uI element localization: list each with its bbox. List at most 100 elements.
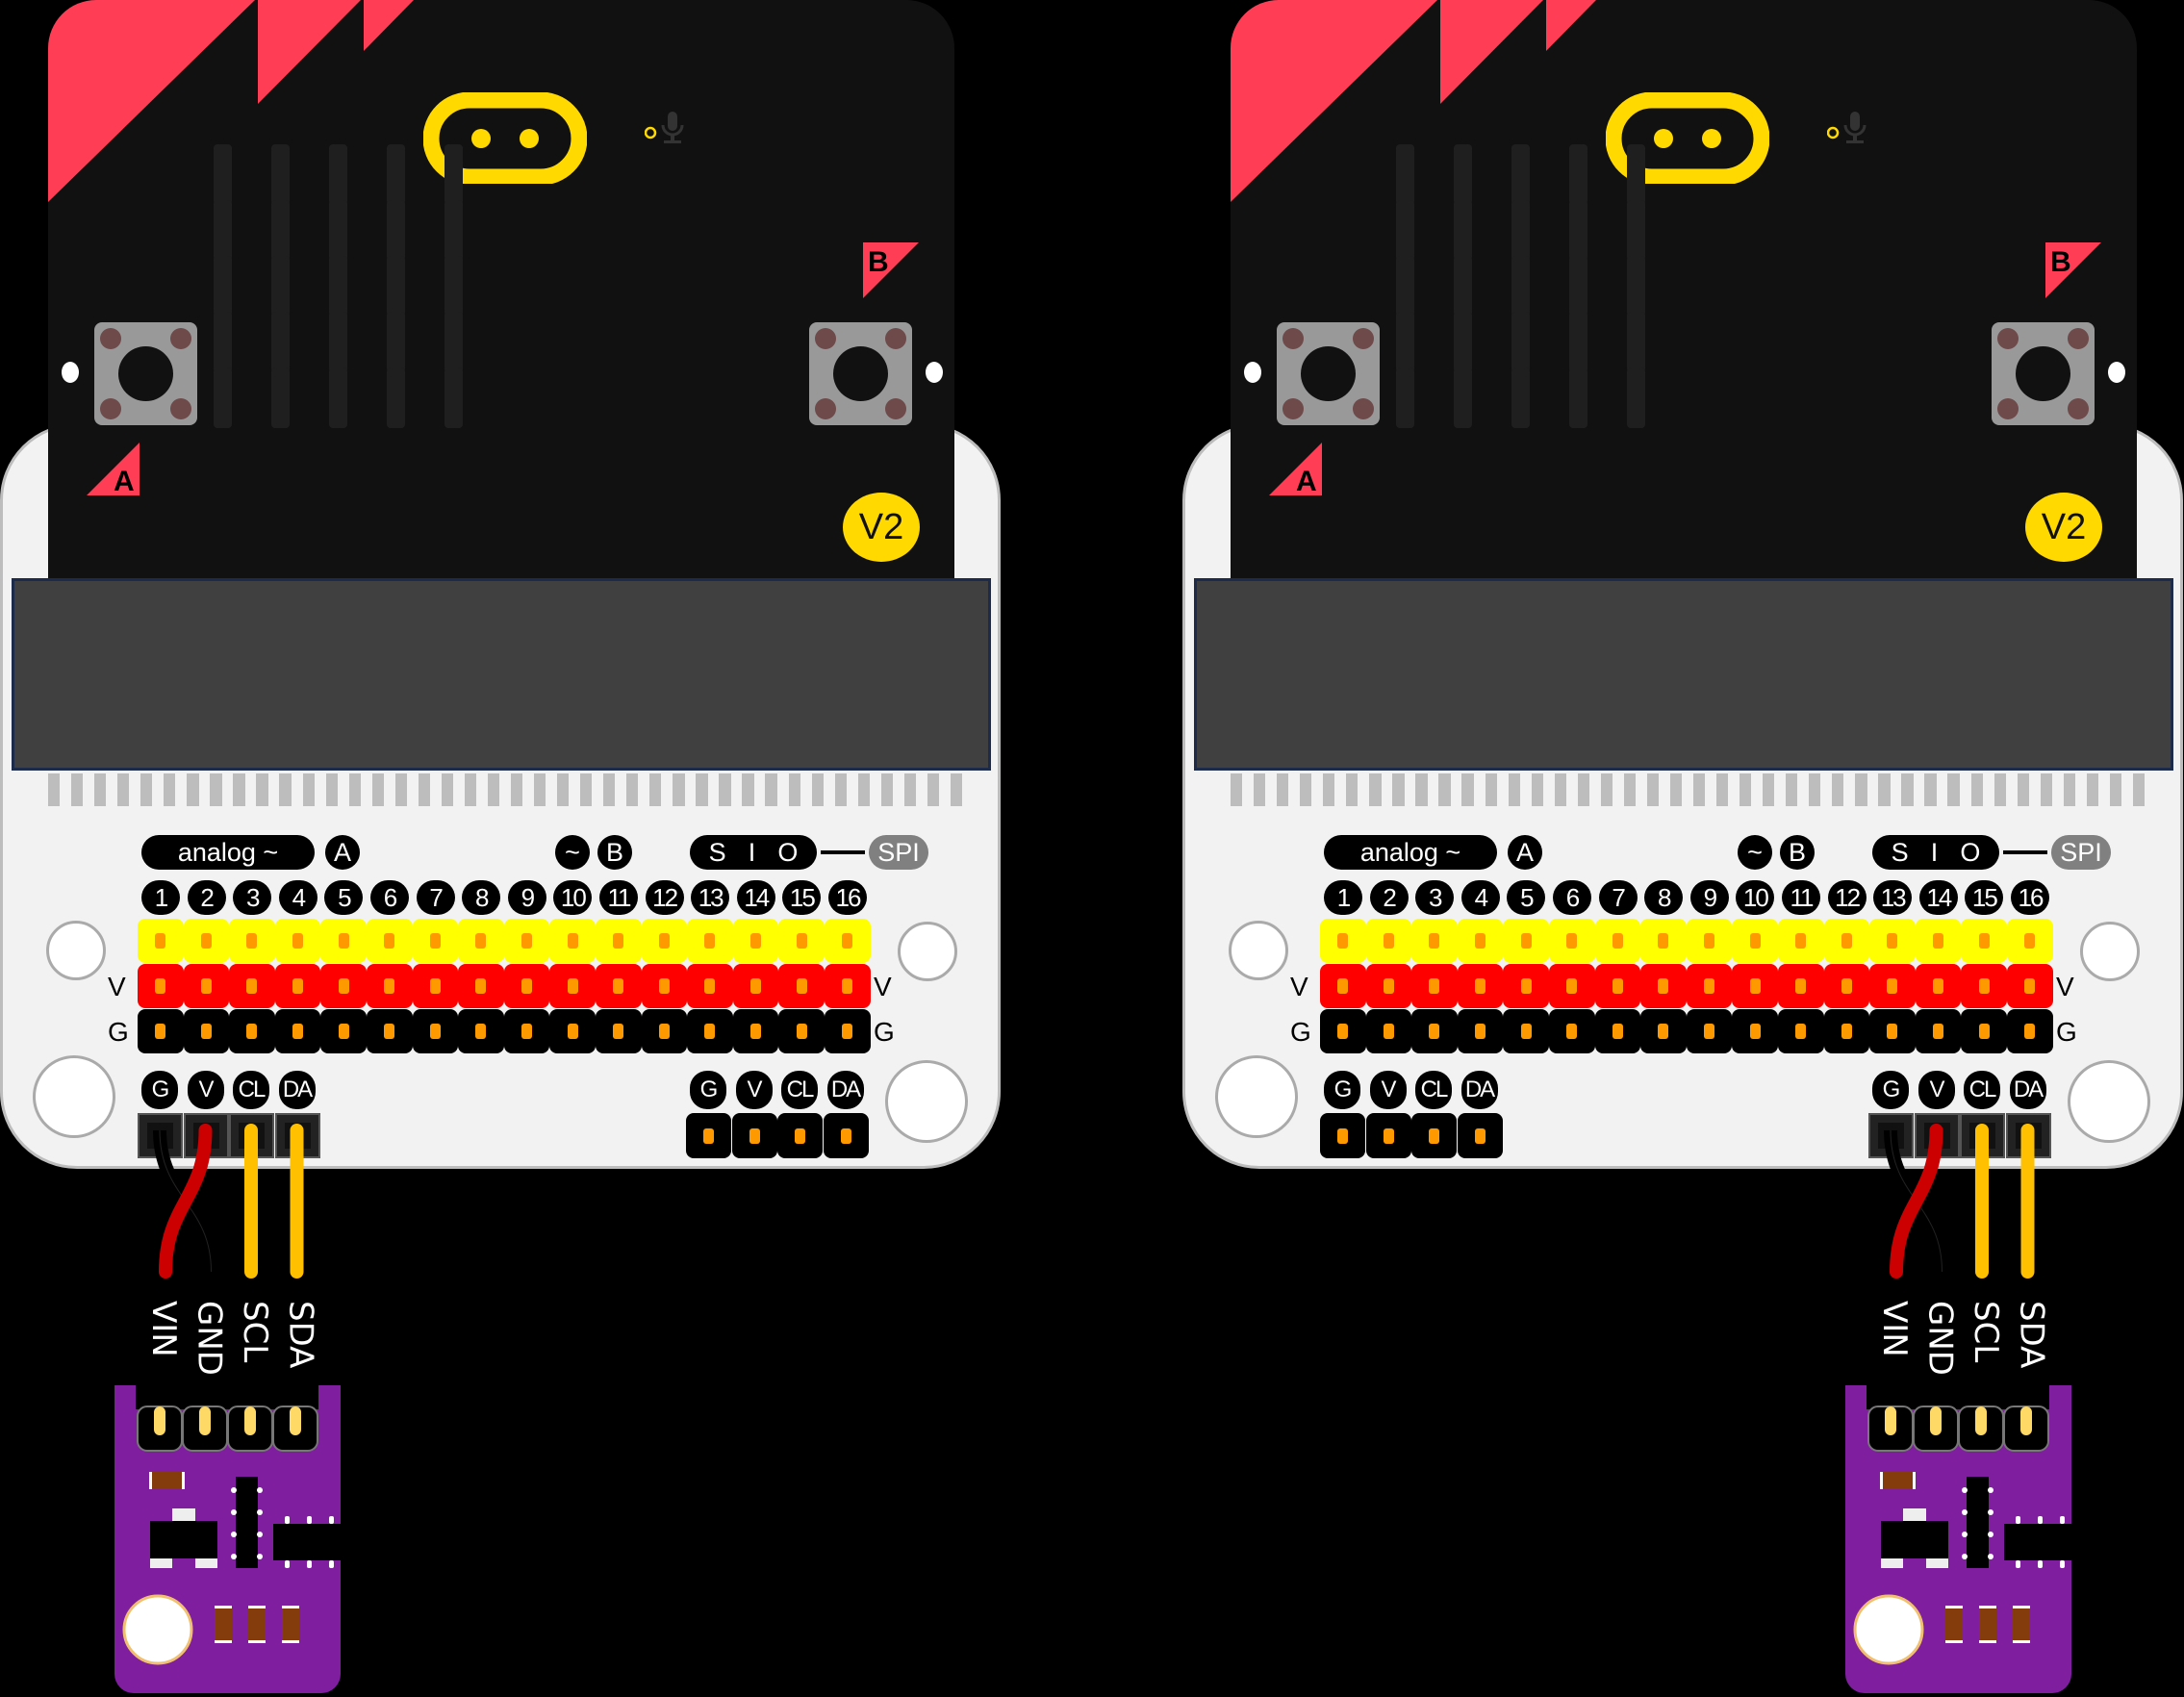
signal-pin[interactable]	[732, 919, 779, 963]
power-pin[interactable]	[412, 964, 459, 1008]
signal-pin[interactable]	[595, 919, 642, 963]
ground-pin[interactable]	[320, 1009, 367, 1053]
signal-pin[interactable]	[458, 919, 504, 963]
power-pin[interactable]	[778, 964, 825, 1008]
power-pin[interactable]	[320, 964, 367, 1008]
power-pin[interactable]	[1640, 964, 1687, 1008]
power-pin[interactable]	[1411, 964, 1458, 1008]
signal-pin[interactable]	[183, 919, 230, 963]
button-a[interactable]	[94, 322, 197, 425]
i2c-pin-socket[interactable]	[823, 1113, 869, 1158]
ground-pin[interactable]	[1640, 1009, 1687, 1053]
i2c-pin-socket[interactable]	[1365, 1113, 1411, 1158]
i2c-pin-socket[interactable]	[777, 1113, 823, 1158]
ground-pin[interactable]	[687, 1009, 733, 1053]
power-pin[interactable]	[1777, 964, 1824, 1008]
signal-pin[interactable]	[687, 919, 733, 963]
power-pin[interactable]	[1686, 964, 1733, 1008]
ground-pin[interactable]	[641, 1009, 688, 1053]
ground-pin[interactable]	[1732, 1009, 1778, 1053]
signal-pin[interactable]	[1365, 919, 1412, 963]
power-pin[interactable]	[1457, 964, 1504, 1008]
signal-pin[interactable]	[1869, 919, 1916, 963]
signal-pin[interactable]	[503, 919, 550, 963]
ground-pin[interactable]	[1320, 1009, 1366, 1053]
power-pin[interactable]	[1365, 964, 1412, 1008]
signal-pin[interactable]	[1915, 919, 1962, 963]
signal-pin[interactable]	[1457, 919, 1504, 963]
signal-pin[interactable]	[1732, 919, 1778, 963]
signal-pin[interactable]	[549, 919, 596, 963]
i2c-pin-socket[interactable]	[686, 1113, 731, 1158]
button-a[interactable]	[1277, 322, 1380, 425]
ground-pin[interactable]	[2006, 1009, 2053, 1053]
power-pin[interactable]	[641, 964, 688, 1008]
signal-pin[interactable]	[1411, 919, 1458, 963]
ground-pin[interactable]	[1365, 1009, 1412, 1053]
ground-pin[interactable]	[183, 1009, 230, 1053]
power-pin[interactable]	[1869, 964, 1916, 1008]
ground-pin[interactable]	[458, 1009, 504, 1053]
power-pin[interactable]	[1915, 964, 1962, 1008]
ground-pin[interactable]	[274, 1009, 321, 1053]
power-pin[interactable]	[1732, 964, 1778, 1008]
ground-pin[interactable]	[138, 1009, 184, 1053]
button-b[interactable]	[1992, 322, 2095, 425]
power-pin[interactable]	[1823, 964, 1870, 1008]
ground-pin[interactable]	[1915, 1009, 1962, 1053]
signal-pin[interactable]	[274, 919, 321, 963]
signal-pin[interactable]	[641, 919, 688, 963]
signal-pin[interactable]	[1777, 919, 1824, 963]
ground-pin[interactable]	[1548, 1009, 1595, 1053]
power-pin[interactable]	[687, 964, 733, 1008]
power-pin[interactable]	[274, 964, 321, 1008]
ground-pin[interactable]	[1594, 1009, 1641, 1053]
ground-pin[interactable]	[1411, 1009, 1458, 1053]
i2c-pin-socket[interactable]	[731, 1113, 777, 1158]
ground-pin[interactable]	[412, 1009, 459, 1053]
button-b[interactable]	[809, 322, 912, 425]
power-pin[interactable]	[138, 964, 184, 1008]
signal-pin[interactable]	[138, 919, 184, 963]
power-pin[interactable]	[183, 964, 230, 1008]
ground-pin[interactable]	[1686, 1009, 1733, 1053]
signal-pin[interactable]	[1640, 919, 1687, 963]
ground-pin[interactable]	[732, 1009, 779, 1053]
signal-pin[interactable]	[1961, 919, 2007, 963]
signal-pin[interactable]	[1503, 919, 1549, 963]
power-pin[interactable]	[595, 964, 642, 1008]
power-pin[interactable]	[1548, 964, 1595, 1008]
i2c-pin-socket[interactable]	[1457, 1113, 1503, 1158]
ground-pin[interactable]	[1961, 1009, 2007, 1053]
ground-pin[interactable]	[1777, 1009, 1824, 1053]
power-pin[interactable]	[1503, 964, 1549, 1008]
power-pin[interactable]	[229, 964, 275, 1008]
power-pin[interactable]	[366, 964, 413, 1008]
signal-pin[interactable]	[1594, 919, 1641, 963]
power-pin[interactable]	[458, 964, 504, 1008]
signal-pin[interactable]	[1686, 919, 1733, 963]
ground-pin[interactable]	[366, 1009, 413, 1053]
ground-pin[interactable]	[595, 1009, 642, 1053]
ground-pin[interactable]	[549, 1009, 596, 1053]
signal-pin[interactable]	[320, 919, 367, 963]
ground-pin[interactable]	[1869, 1009, 1916, 1053]
ground-pin[interactable]	[824, 1009, 871, 1053]
signal-pin[interactable]	[1320, 919, 1366, 963]
signal-pin[interactable]	[412, 919, 459, 963]
power-pin[interactable]	[1961, 964, 2007, 1008]
ground-pin[interactable]	[1823, 1009, 1870, 1053]
signal-pin[interactable]	[1548, 919, 1595, 963]
i2c-pin-socket[interactable]	[1320, 1113, 1365, 1158]
ground-pin[interactable]	[778, 1009, 825, 1053]
power-pin[interactable]	[549, 964, 596, 1008]
i2c-pin-socket[interactable]	[1411, 1113, 1457, 1158]
power-pin[interactable]	[1320, 964, 1366, 1008]
ground-pin[interactable]	[229, 1009, 275, 1053]
signal-pin[interactable]	[229, 919, 275, 963]
ground-pin[interactable]	[1503, 1009, 1549, 1053]
signal-pin[interactable]	[778, 919, 825, 963]
signal-pin[interactable]	[2006, 919, 2053, 963]
signal-pin[interactable]	[366, 919, 413, 963]
power-pin[interactable]	[2006, 964, 2053, 1008]
